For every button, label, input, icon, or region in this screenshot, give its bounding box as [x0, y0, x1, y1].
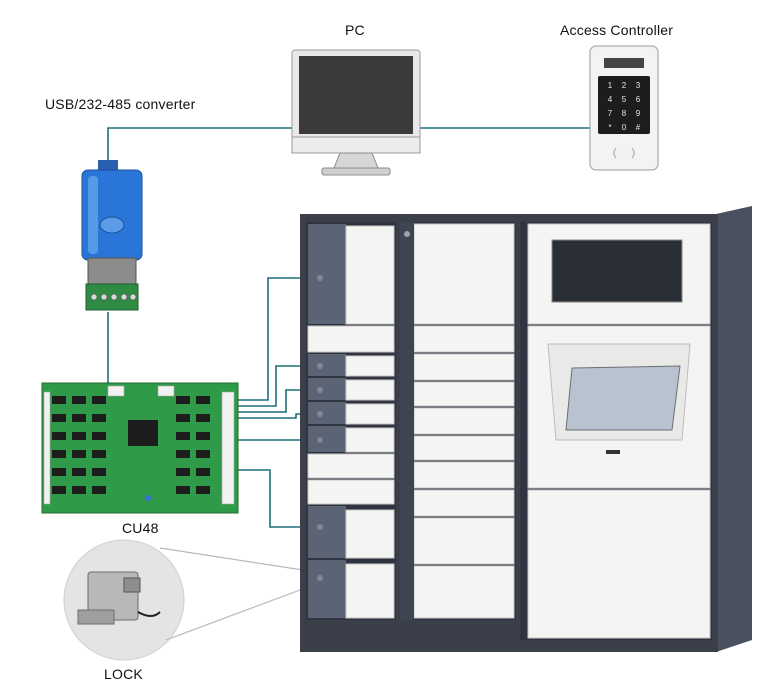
cabinet-side: [716, 206, 752, 652]
compartment-open-4: [308, 402, 346, 424]
card-slot: [606, 450, 620, 454]
column-2-hinge-strip: [400, 222, 414, 620]
key-3: 3: [636, 81, 641, 90]
key-8: 8: [622, 109, 627, 118]
terminal-screw: [120, 293, 128, 301]
wire-converter-pc: [107, 127, 292, 170]
contactless-icon: [613, 147, 635, 159]
converter-logo: [99, 216, 125, 234]
door-col2-1: [413, 223, 515, 325]
key-7: 7: [608, 109, 613, 118]
monitor-stand: [333, 152, 379, 169]
door-col2-8: [413, 489, 515, 517]
door-open-5: [345, 427, 395, 453]
controller-keys: 1 2 3 4 5 6 7 8 9 * 0 #: [608, 81, 641, 132]
door-col2-9: [413, 517, 515, 565]
key-1: 1: [608, 81, 613, 90]
wire-board-bottom-compartment: [238, 469, 314, 528]
monitor-base: [321, 167, 391, 176]
key-9: 9: [636, 109, 641, 118]
lock-pointer-top: [159, 547, 317, 573]
terminal-bottom-panel: [527, 489, 711, 639]
terminal-screw: [110, 293, 118, 301]
cabinet-base: [300, 620, 520, 652]
door-col2-10: [413, 565, 515, 619]
lock-dot: [317, 387, 323, 393]
compartment-strip-3: [307, 479, 395, 505]
lock-dot: [317, 437, 323, 443]
door-col2-4: [413, 381, 515, 407]
door-col2-3: [413, 353, 515, 381]
cu48-board: [41, 382, 239, 514]
compartment-open-2: [308, 354, 346, 376]
keyhole: [404, 231, 410, 237]
key-5: 5: [622, 95, 627, 104]
locker-cabinet: [300, 206, 752, 652]
key-0: 0: [622, 123, 627, 132]
key-2: 2: [622, 81, 627, 90]
converter-usb-plug: [98, 160, 118, 172]
usb-converter: [81, 160, 143, 311]
door-col2-5: [413, 407, 515, 435]
door-col2-6: [413, 435, 515, 461]
wiring: [107, 127, 590, 528]
door-open-top: [345, 225, 395, 325]
terminal-screen: [565, 365, 681, 431]
compartment-open-top: [308, 224, 346, 324]
monitor-screen: [299, 56, 413, 134]
monitor-chin: [291, 136, 421, 154]
pc-monitor: [291, 49, 421, 176]
controller-display: [604, 58, 644, 68]
compartment-open-3: [308, 378, 346, 400]
door-col2-2: [413, 325, 515, 353]
terminal-screw: [129, 293, 137, 301]
compartment-open-7: [308, 560, 346, 618]
board-connectors: [43, 385, 235, 505]
key-hash: #: [636, 123, 641, 132]
lock-cable: [137, 611, 161, 617]
terminal-screw: [100, 293, 108, 301]
controller-keypad: [598, 76, 650, 134]
lock-dot: [317, 524, 323, 530]
door-open-7: [345, 563, 395, 619]
converter-label: USB/232-485 converter: [45, 96, 196, 112]
compartment-open-5: [308, 426, 346, 452]
door-open-3: [345, 379, 395, 401]
terminal-screw: [90, 293, 98, 301]
pc-label: PC: [345, 22, 365, 38]
lock-inset: [63, 539, 317, 661]
lock-dot: [317, 275, 323, 281]
lock-dot: [317, 363, 323, 369]
converter-db9: [87, 257, 137, 285]
key-6: 6: [636, 95, 641, 104]
lock-bracket: [77, 609, 115, 625]
converter-shine: [88, 176, 98, 254]
compartment-strip-2: [307, 453, 395, 479]
lock-dot: [317, 411, 323, 417]
terminal-window: [551, 239, 683, 303]
lock-label: LOCK: [104, 666, 143, 682]
access-controller-label: Access Controller: [560, 22, 674, 38]
compartment-open-6: [308, 506, 346, 558]
door-col2-7: [413, 461, 515, 489]
board-led: [145, 495, 151, 501]
lock-latch: [123, 577, 141, 593]
door-open-4: [345, 403, 395, 425]
access-controller: 1 2 3 4 5 6 7 8 9 * 0 #: [589, 45, 659, 171]
lock-dot: [317, 575, 323, 581]
wire-board-top-compartment: [238, 277, 314, 401]
door-open-2: [345, 355, 395, 377]
lock-pointer-bottom: [165, 583, 317, 641]
key-star: *: [608, 123, 611, 132]
key-4: 4: [608, 95, 613, 104]
door-open-6: [345, 509, 395, 559]
board-label: CU48: [122, 520, 159, 536]
wire-board-compartment-2: [238, 365, 314, 407]
board-chips: [52, 396, 210, 494]
compartment-strip-1: [307, 325, 395, 353]
